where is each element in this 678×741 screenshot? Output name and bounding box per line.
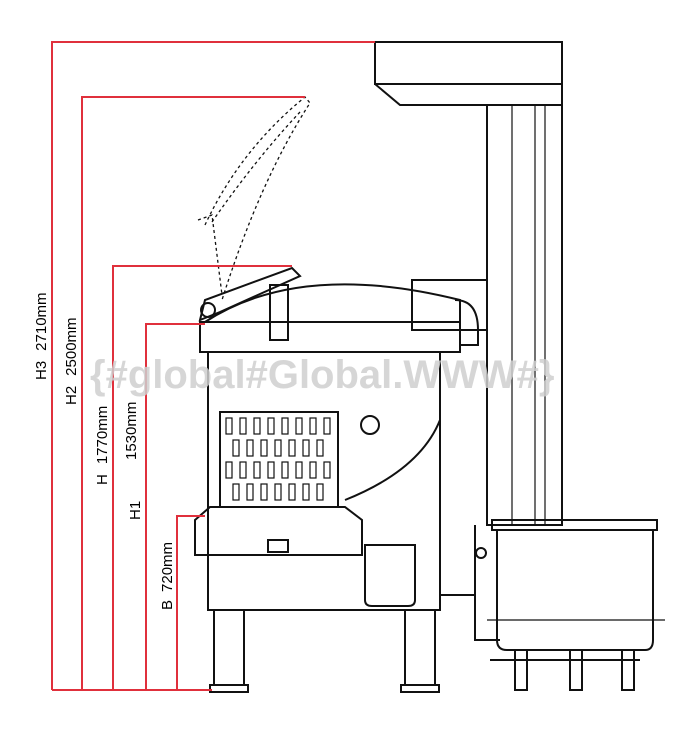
dim-label-h: H1770mm: [94, 406, 111, 485]
dim-label-h1-value: 1530mm: [123, 402, 140, 460]
dim-label-b: B720mm: [159, 542, 176, 610]
lid-open-dashed: [197, 96, 311, 322]
lift-column: [374, 41, 563, 641]
dimension-lines: [51, 41, 375, 691]
discharge-bin: [475, 519, 665, 691]
mixer-body: [194, 279, 488, 693]
dim-label-h2: H22500mm: [63, 317, 80, 405]
dim-label-h1: H1: [127, 501, 144, 520]
grate: [225, 417, 331, 501]
dim-label-h3: H32710mm: [33, 292, 50, 380]
watermark: {#global#Global.WWW#}: [90, 353, 554, 397]
